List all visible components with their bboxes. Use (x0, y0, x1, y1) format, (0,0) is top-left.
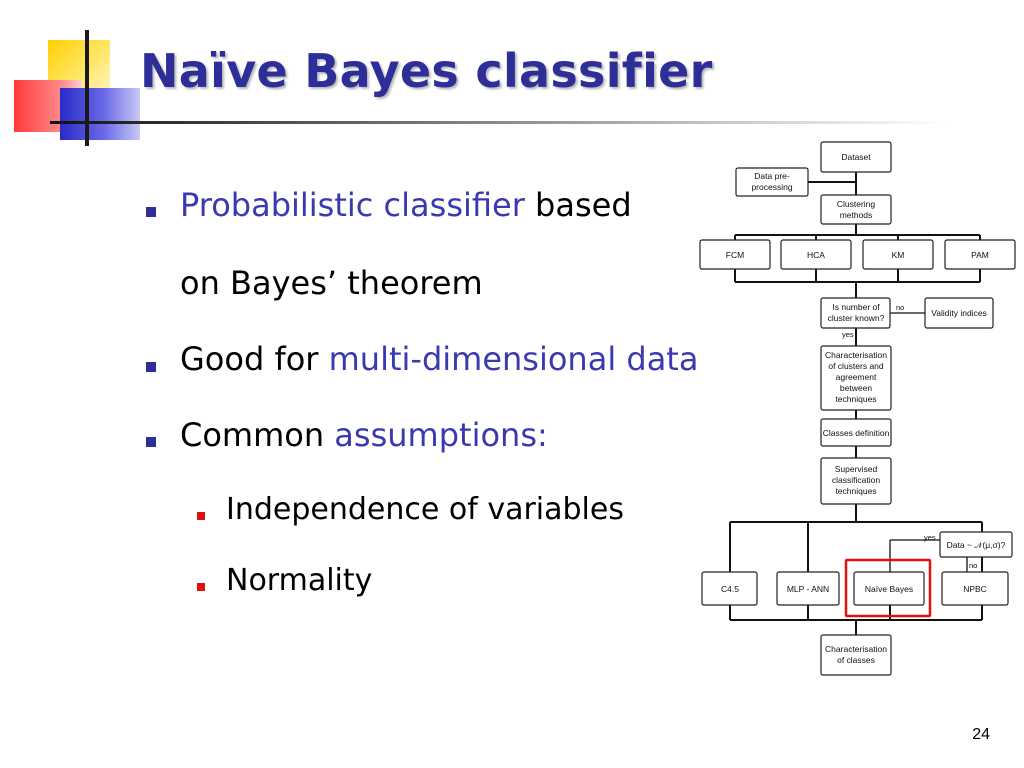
fc-text-cluster-known-2: cluster known? (828, 313, 885, 323)
fc-text-c45: C4.5 (721, 584, 739, 594)
fc-text-supervised-3: techniques (835, 486, 876, 496)
fc-label-no: no (896, 303, 904, 312)
flowchart-connectors (729, 172, 983, 635)
highlight-text: assumptions: (334, 416, 548, 454)
fc-text-preprocessing-2: processing (751, 182, 792, 192)
sub-bullet-marker (197, 512, 205, 520)
fc-box-km (862, 239, 934, 270)
fc-box-pam (944, 239, 1016, 270)
fc-box-dataset (820, 141, 892, 173)
bullet-text: Good for (180, 340, 329, 378)
fc-text-naive-bayes: Naïve Bayes (865, 584, 913, 594)
fc-text-hca: HCA (807, 250, 825, 260)
decor-blue-square (60, 88, 140, 140)
fc-text-npbc: NPBC (963, 584, 987, 594)
fc-text-char-clusters-3: agreement (836, 372, 877, 382)
bullet-text: based (524, 186, 632, 224)
sub-bullet-marker (197, 583, 205, 591)
fc-text-clustering-1: Clustering (837, 199, 876, 209)
fc-text-supervised-2: classification (832, 475, 880, 485)
fc-highlight-naive-bayes (844, 558, 932, 618)
fc-label-no-normality: no (969, 561, 977, 570)
fc-text-mlp-ann: MLP - ANN (787, 584, 829, 594)
bullet-common-assumptions: Common assumptions: (180, 416, 548, 454)
fc-text-supervised-1: Supervised (835, 464, 878, 474)
fc-box-cluster-known (820, 297, 891, 329)
bullet-text: Common (180, 416, 335, 454)
fc-box-characterisation-classes (820, 634, 892, 676)
flowchart-diagram: Dataset Data pre- processing Clustering … (699, 141, 1016, 676)
fc-box-npbc (941, 571, 1009, 606)
fc-box-classes-definition (820, 418, 892, 447)
fc-text-classes-definition: Classes definition (823, 428, 890, 438)
fc-text-char-clusters-1: Characterisation (825, 350, 887, 360)
highlight-text: Probabilistic classifier (180, 186, 525, 224)
fc-box-clustering-methods (820, 194, 892, 225)
fc-box-fcm (699, 239, 771, 270)
bullet-probabilistic-line2: on Bayes’ theorem (180, 264, 483, 302)
sub-bullet-independence: Independence of variables (226, 492, 624, 527)
fc-box-characterisation-clusters (820, 345, 892, 411)
fc-box-naive-bayes (853, 571, 925, 606)
fc-text-char-clusters-2: of clusters and (828, 361, 884, 371)
fc-box-mlp-ann (776, 571, 840, 606)
fc-text-fcm: FCM (726, 250, 744, 260)
fc-text-char-clusters-4: between (840, 383, 872, 393)
decor-vertical-line (85, 30, 89, 146)
fc-box-preprocessing (735, 167, 809, 197)
slide-title: Naïve Bayes classifier (140, 44, 713, 98)
fc-text-dataset: Dataset (841, 152, 871, 162)
fc-label-yes-normality: yes (924, 533, 936, 542)
page-number: 24 (972, 726, 990, 743)
fc-box-hca (780, 239, 852, 270)
sub-bullet-normality: Normality (226, 563, 373, 598)
fc-text-normality-test: Data ~ 𝒩(μ,σ)? (947, 540, 1006, 550)
fc-text-char-clusters-5: techniques (835, 394, 876, 404)
bullet-marker (146, 437, 156, 447)
bullet-marker (146, 362, 156, 372)
bullet-marker (146, 207, 156, 217)
fc-box-validity-indices (924, 297, 994, 329)
fc-box-supervised (820, 457, 892, 505)
fc-label-yes: yes (842, 330, 854, 339)
fc-text-validity-indices: Validity indices (931, 308, 987, 318)
fc-text-char-classes-1: Characterisation (825, 644, 887, 654)
fc-box-c45 (701, 571, 758, 606)
fc-text-pam: PAM (971, 250, 989, 260)
highlight-text: multi-dimensional data (328, 340, 699, 378)
fc-text-preprocessing-1: Data pre- (754, 171, 790, 181)
bullet-good-for: Good for multi-dimensional data (180, 340, 698, 378)
fc-text-char-classes-2: of classes (837, 655, 875, 665)
title-underline (50, 121, 950, 124)
fc-text-km: KM (892, 250, 905, 260)
fc-text-cluster-known-1: Is number of (832, 302, 880, 312)
bullet-probabilistic-line1: Probabilistic classifier based (180, 186, 632, 224)
fc-text-clustering-2: methods (840, 210, 873, 220)
fc-box-normality-test (939, 531, 1013, 558)
